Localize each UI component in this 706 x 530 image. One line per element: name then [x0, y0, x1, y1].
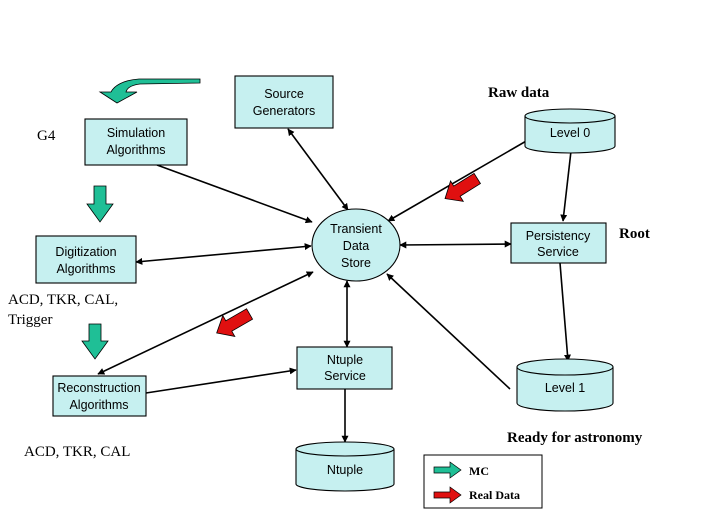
- reconstruction-detector-annotation: ACD, TKR, CAL: [24, 444, 130, 460]
- legend-real-data-label: Real Data: [469, 488, 520, 502]
- edge-simulation-to-transient: [156, 164, 313, 224]
- legend: MC Real Data: [423, 454, 543, 509]
- g4-annotation: G4: [37, 128, 56, 144]
- persistency-label-2: Service: [537, 245, 579, 259]
- reconstruction-label-1: Reconstruction: [57, 381, 140, 395]
- real-data-arrow-1: [444, 172, 481, 202]
- simulation-label-2: Algorithms: [106, 143, 165, 157]
- edge-digitization-transient: [135, 243, 312, 265]
- edge-reconstruction-transient: [97, 271, 314, 375]
- mc-down-arrow-2: [81, 323, 109, 360]
- source-generators-label-1: Source: [264, 87, 304, 101]
- source-generators-box[interactable]: Source Generators: [234, 75, 334, 129]
- simulation-label-1: Simulation: [107, 126, 165, 140]
- ntuple-service-label-1: Ntuple: [327, 353, 363, 367]
- simulation-algorithms-box[interactable]: Simulation Algorithms: [84, 118, 188, 166]
- edge-reconstruction-to-ntuple-service: [145, 367, 297, 394]
- persistency-label-1: Persistency: [526, 229, 591, 243]
- level1-label: Level 1: [545, 381, 585, 395]
- ntuple-service-box[interactable]: Ntuple Service: [296, 346, 393, 390]
- digitization-detector-annotation-2: Trigger: [8, 312, 52, 328]
- digitization-algorithms-box[interactable]: Digitization Algorithms: [35, 235, 137, 284]
- legend-real-data-arrow: [433, 486, 462, 504]
- transient-label-3: Store: [341, 256, 371, 270]
- mc-down-arrow-1: [86, 185, 114, 223]
- level1-cylinder[interactable]: Level 1: [516, 358, 614, 412]
- ntuple-service-label-2: Service: [324, 369, 366, 383]
- edge-level0-to-persistency: [560, 150, 572, 222]
- digitization-detector-annotation-1: ACD, TKR, CAL,: [8, 292, 118, 308]
- ntuple-label: Ntuple: [327, 463, 363, 477]
- source-generators-label-2: Generators: [253, 104, 316, 118]
- digitization-label-1: Digitization: [55, 245, 116, 259]
- ready-for-astronomy-annotation: Ready for astronomy: [507, 430, 643, 446]
- edges: [97, 128, 572, 443]
- edge-source-to-transient: [287, 128, 349, 211]
- legend-box: [423, 454, 543, 509]
- transient-label-2: Data: [343, 239, 369, 253]
- level0-label: Level 0: [550, 126, 590, 140]
- transient-data-store-ellipse[interactable]: Transient Data Store: [311, 208, 401, 282]
- reconstruction-algorithms-box[interactable]: Reconstruction Algorithms: [52, 375, 147, 417]
- level0-cylinder[interactable]: Level 0: [524, 108, 616, 154]
- edge-persistency-to-level1: [559, 262, 571, 362]
- real-data-arrow-2: [216, 308, 254, 337]
- edge-level1-to-transient: [386, 273, 511, 390]
- mc-curved-arrow: [98, 78, 201, 104]
- legend-mc-arrow: [433, 461, 462, 479]
- digitization-label-2: Algorithms: [56, 262, 115, 276]
- edge-level0-to-transient: [387, 139, 529, 222]
- reconstruction-label-2: Algorithms: [69, 398, 128, 412]
- root-annotation: Root: [619, 226, 650, 242]
- transient-label-1: Transient: [330, 222, 382, 236]
- raw-data-annotation: Raw data: [488, 85, 550, 101]
- legend-mc-label: MC: [469, 464, 489, 478]
- edge-transient-persistency: [399, 240, 512, 249]
- persistency-service-box[interactable]: Persistency Service: [510, 222, 607, 264]
- ntuple-cylinder[interactable]: Ntuple: [295, 441, 395, 492]
